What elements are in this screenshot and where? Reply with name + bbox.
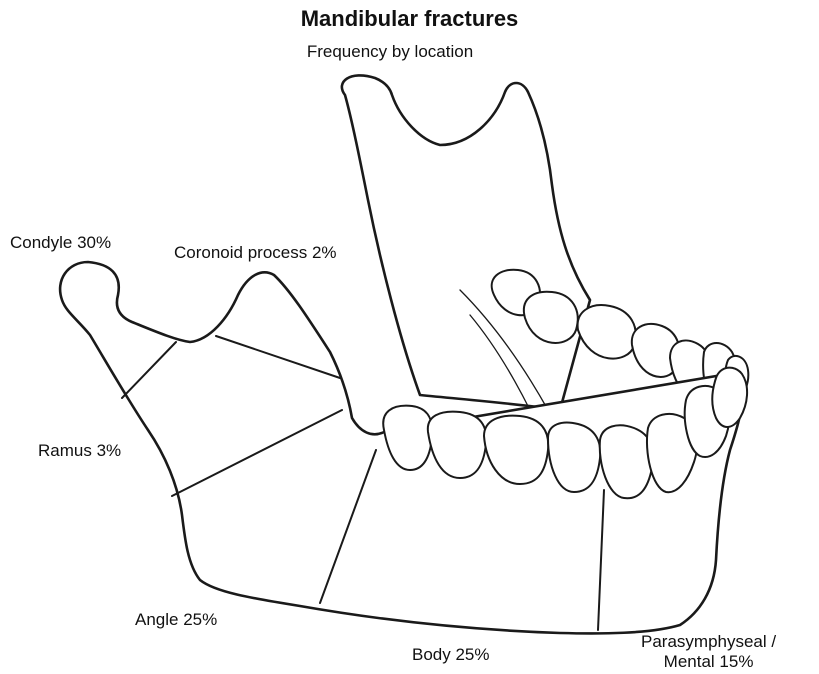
label-parasymphyseal-line2: Mental 15% [641, 652, 776, 672]
label-parasymphyseal-line1: Parasymphyseal / [641, 632, 776, 652]
far-ramus [342, 75, 590, 410]
label-condyle: Condyle 30% [10, 233, 111, 253]
label-angle: Angle 25% [135, 610, 217, 630]
far-molar-3 [578, 305, 636, 358]
label-coronoid-process: Coronoid process 2% [174, 243, 337, 263]
near-incisor-2 [712, 368, 747, 427]
label-body: Body 25% [412, 645, 490, 665]
label-parasymphyseal-mental: Parasymphyseal / Mental 15% [641, 632, 776, 672]
label-ramus: Ramus 3% [38, 441, 121, 461]
